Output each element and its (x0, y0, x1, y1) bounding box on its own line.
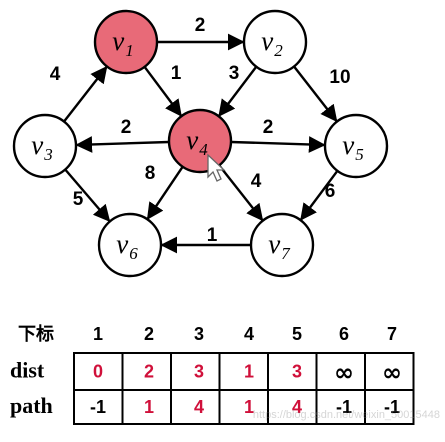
node-label-v5: v5 (342, 130, 363, 164)
node-circle-v4 (167, 108, 233, 174)
index-header-5: 5 (292, 324, 302, 344)
dist-cell-7: ∞ (382, 359, 402, 387)
mouse-cursor-icon (207, 153, 226, 182)
node-label-v2: v2 (261, 26, 283, 60)
index-header-4: 4 (244, 324, 254, 344)
edge-weight-v4-v7: 4 (251, 171, 262, 192)
node-label-v4: v4 (186, 125, 208, 159)
path-cell-6: -1 (336, 397, 352, 417)
edge-v3-v1 (63, 65, 108, 123)
node-v2: v2 (242, 9, 308, 75)
index-header-1: 1 (93, 324, 103, 344)
edge-v1-v4 (143, 66, 182, 117)
node-label-v6: v6 (116, 229, 138, 263)
node-circle-v6 (97, 212, 163, 278)
edge-v3-v6 (64, 168, 111, 222)
dist-cell-3: 3 (194, 361, 204, 381)
dist-cell-1: 0 (93, 361, 103, 381)
dist-cell-2: 2 (144, 361, 154, 381)
dist-cell-4: 1 (244, 361, 254, 381)
edge-weight-v3-v1: 4 (50, 64, 61, 85)
edge-weight-v2-v5: 10 (329, 67, 350, 88)
edge-weight-v1-v2: 2 (195, 15, 206, 36)
node-label-v7: v7 (268, 229, 291, 263)
node-circle-v5 (323, 113, 389, 179)
node-v6: v6 (97, 212, 163, 278)
edge-weight-v4-v6: 8 (145, 163, 156, 184)
watermark: https://blog.csdn.net/weixin_50015448 (253, 409, 440, 421)
edge-weight-v4-v3: 2 (121, 117, 132, 138)
edge-weight-v3-v6: 5 (73, 189, 84, 210)
index-header-7: 7 (387, 324, 397, 344)
node-label-v1: v1 (112, 26, 133, 60)
dist-cell-5: 3 (292, 361, 302, 381)
node-v5: v5 (323, 113, 389, 179)
edge-v4-v6 (146, 166, 184, 220)
edge-weight-v7-v6: 1 (207, 225, 218, 246)
path-cell-1: -1 (90, 397, 106, 417)
index-header-2: 2 (144, 324, 154, 344)
dist-label: dist (10, 358, 45, 383)
node-v7: v7 (249, 212, 315, 278)
node-v1: v1 (93, 9, 159, 75)
path-label: path (10, 393, 53, 418)
header-label: 下标 (18, 323, 54, 345)
path-cell-4: 1 (244, 397, 254, 417)
edge-weight-v2-v4: 3 (229, 63, 240, 84)
edge-weight-v4-v5: 2 (263, 117, 274, 138)
path-cell-3: 4 (194, 397, 204, 417)
graph-diagram: v1 v2 v3 v4 v5 v6 v7 2 1 4 3 10 2 2 8 4 5 6 1 (12, 9, 389, 278)
edge-weight-v5-v7: 6 (325, 181, 336, 202)
index-header-3: 3 (194, 324, 204, 344)
path-cell-5: 4 (292, 397, 302, 417)
edge-v4-v3 (75, 136, 170, 153)
dist-path-table: 下标 1 2 3 4 5 6 7 dist 0 2 3 1 3 ∞ ∞ path -1 1 4 1 4 -1 -1 https… (10, 323, 440, 425)
path-cell-2: 1 (144, 397, 154, 417)
index-header-6: 6 (339, 324, 349, 344)
path-cell-7: -1 (384, 397, 400, 417)
dist-cell-6: ∞ (334, 359, 354, 387)
node-circle-v1 (93, 9, 159, 75)
node-label-v3: v3 (31, 130, 52, 164)
node-circle-v2 (242, 9, 308, 75)
edge-v2-v4 (218, 65, 258, 117)
node-circle-v3 (12, 113, 78, 179)
node-circle-v7 (249, 212, 315, 278)
node-v3: v3 (12, 113, 78, 179)
edge-v2-v5 (293, 65, 338, 123)
table-grid (73, 352, 415, 425)
edge-v5-v7 (300, 170, 339, 221)
edge-weight-v1-v4: 1 (171, 63, 182, 84)
node-v4: v4 (167, 108, 233, 174)
edge-v4-v5 (230, 136, 326, 153)
edge-v4-v7 (218, 164, 264, 222)
